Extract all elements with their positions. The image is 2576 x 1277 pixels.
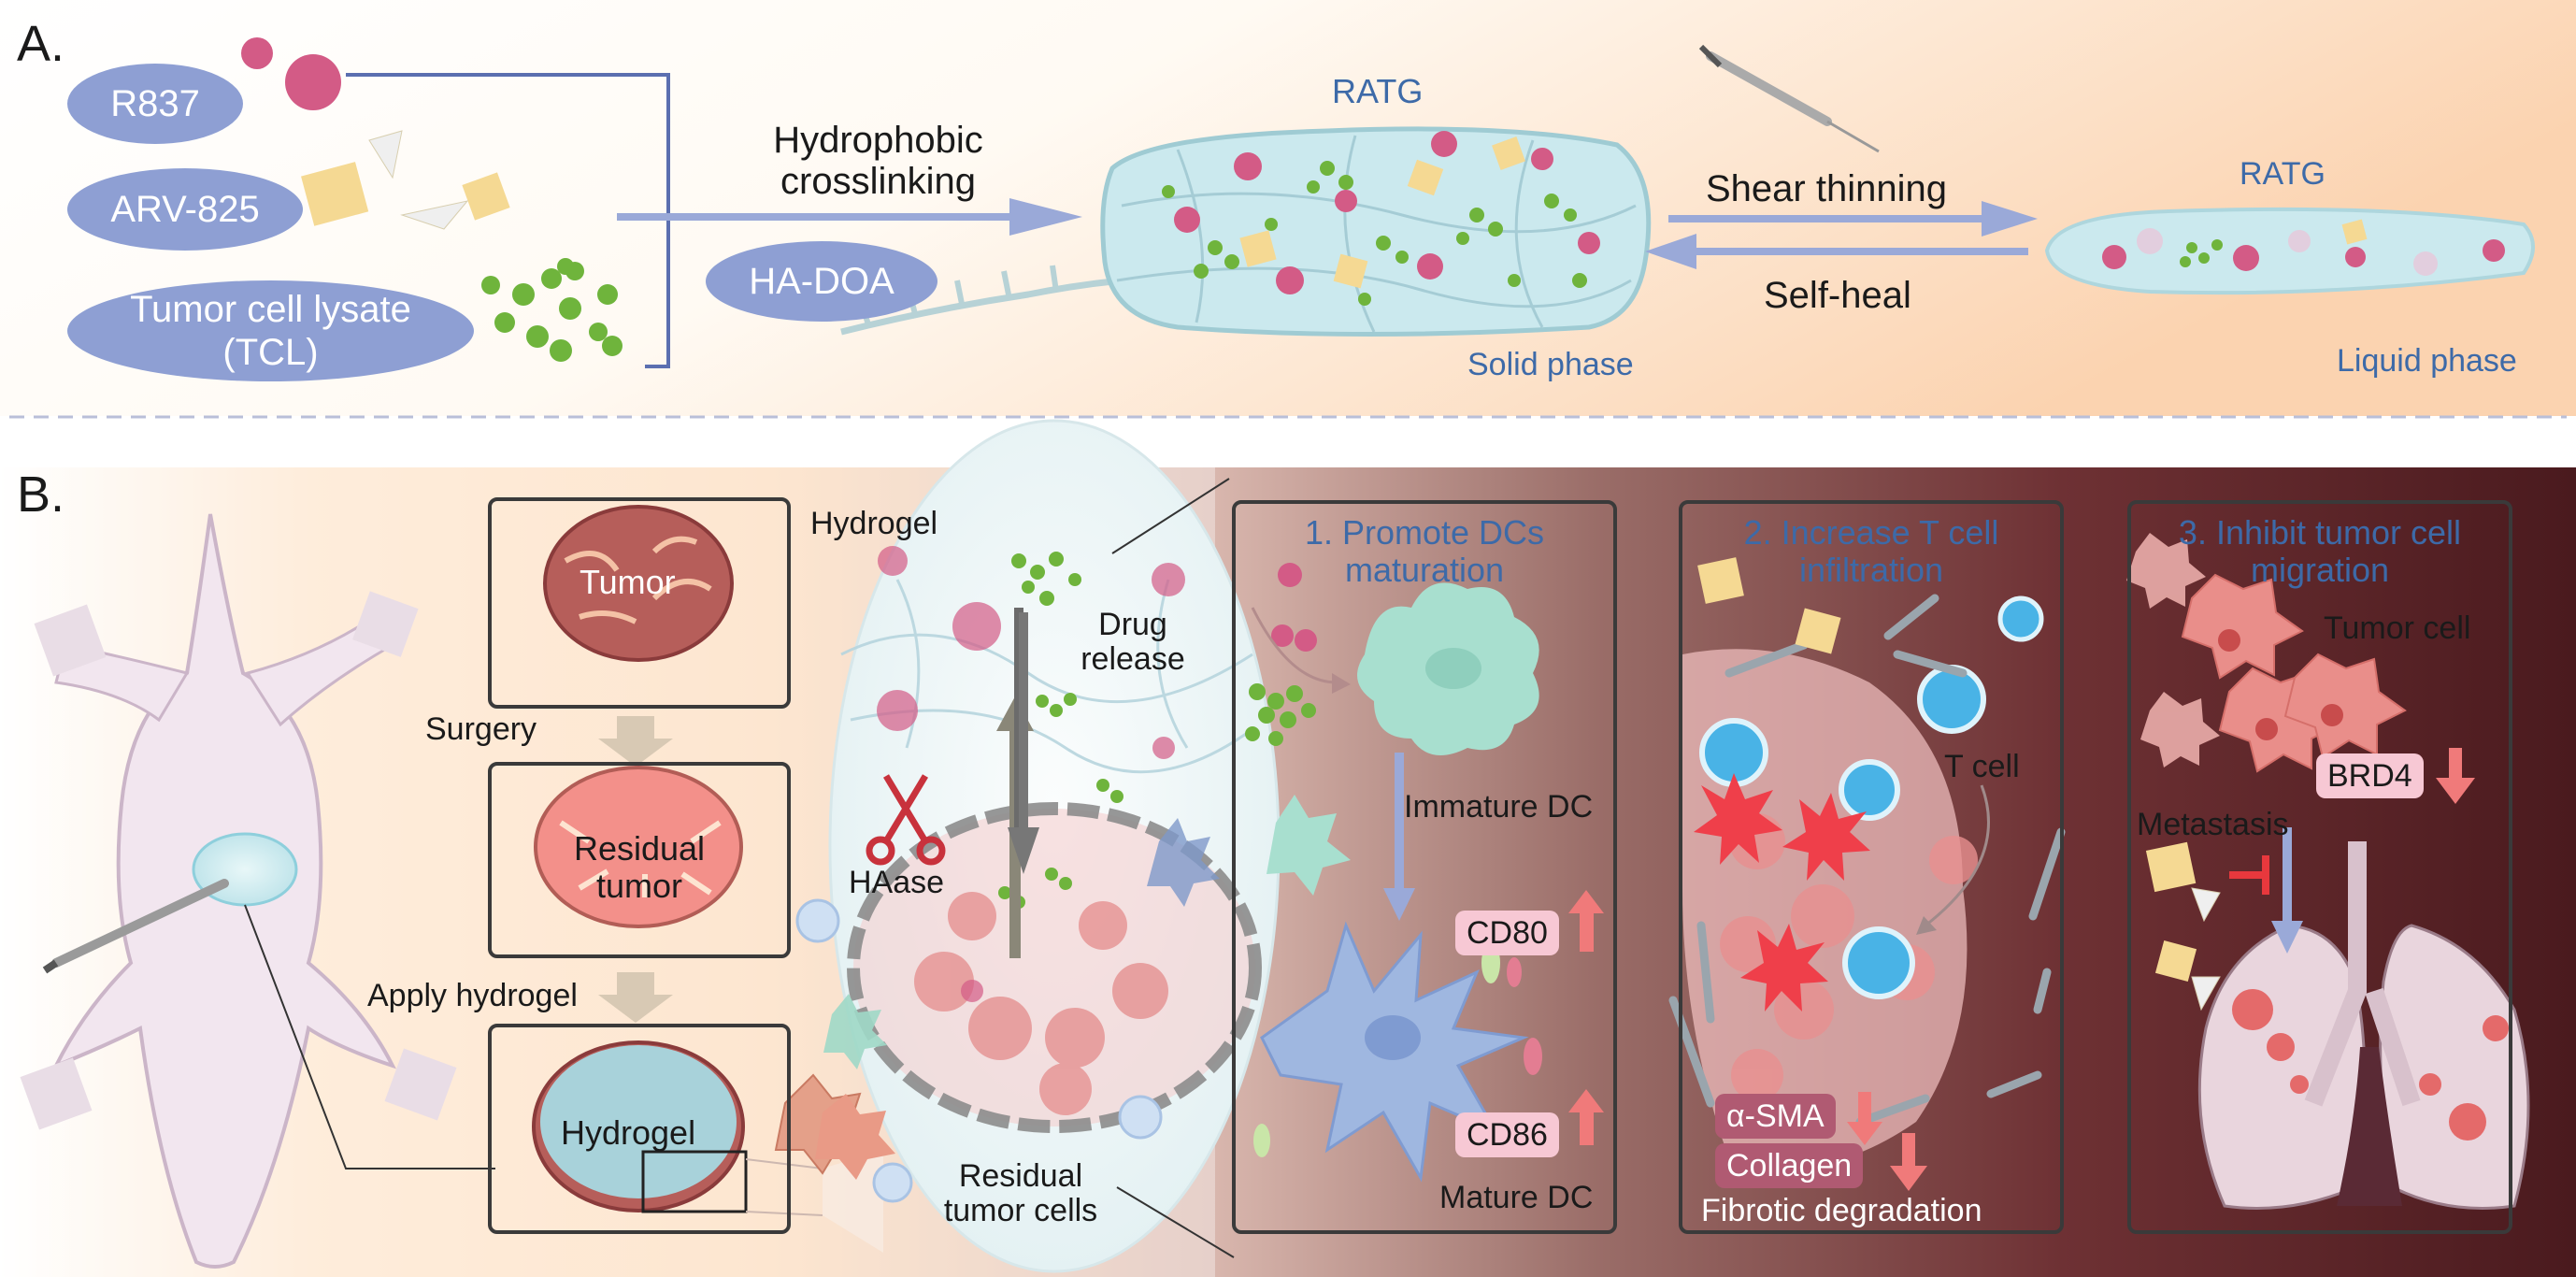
box2-title-line1: 2. Increase T cell — [1743, 513, 1999, 552]
hydrogel-applied-drawing — [532, 1040, 823, 1216]
hadoa-pill: HA-DOA — [706, 241, 937, 322]
mature-dc-label: Mature DC — [1439, 1180, 1594, 1215]
liquid-phase-label: Liquid phase — [2337, 343, 2517, 379]
fibrotic-degradation-label: Fibrotic degradation — [1701, 1193, 1982, 1228]
arv825-molecule — [301, 130, 510, 230]
t-cell-infiltration-box — [1679, 500, 2064, 1234]
brd4-tag: BRD4 — [2316, 753, 2424, 799]
crosslinking-line2: crosslinking — [780, 161, 976, 202]
box1-title: 1. Promote DCs maturation — [1232, 514, 1617, 588]
box3-title: 3. Inhibit tumor cell migration — [2127, 514, 2512, 588]
crosslinking-label: Hydrophobic crosslinking — [759, 120, 997, 202]
box3-title-line1: 3. Inhibit tumor cell — [2178, 513, 2462, 552]
residual-cells-line2: tumor cells — [943, 1193, 1098, 1229]
tumor-migration-box — [2127, 500, 2512, 1234]
panel-b-label: B. — [17, 466, 65, 523]
residual-line1: Residual — [573, 829, 706, 868]
tumor-box — [488, 497, 791, 709]
collagen-tag: Collagen — [1715, 1143, 1864, 1189]
ratg-solid-title: RATG — [1332, 72, 1424, 110]
drug-line1: Drug — [1098, 607, 1167, 642]
scissors-icon — [866, 774, 946, 866]
residual-tumor-drawing — [534, 766, 743, 928]
crosslinking-line1: Hydrophobic — [773, 120, 983, 161]
down-arrow-icon — [1847, 748, 2475, 1191]
arv825-pill: ARV-825 — [67, 168, 303, 251]
tumor-label: Tumor — [580, 563, 676, 601]
arv825-text: ARV-825 — [110, 189, 260, 230]
tcl-line2: (TCL) — [222, 332, 319, 373]
box1-title-line1: 1. Promote DCs — [1304, 513, 1545, 552]
tumor-drawing — [543, 505, 734, 662]
residual-tumor-label: Residual tumor — [565, 830, 714, 904]
solid-phase-label: Solid phase — [1467, 347, 1634, 382]
drug-line2: release — [1080, 641, 1185, 678]
box3-drawings — [2126, 533, 2530, 1210]
box1-title-line2: maturation — [1344, 550, 1505, 589]
zoom-hydrogel-label: Hydrogel — [810, 506, 938, 541]
tumor-cell-label: Tumor cell — [2324, 610, 2471, 646]
box2-title-line2: infiltration — [1798, 550, 1944, 589]
asma-tag: α-SMA — [1715, 1094, 1836, 1140]
tcl-pill: Tumor cell lysate (TCL) — [67, 280, 474, 381]
r837-text: R837 — [110, 83, 200, 124]
hydrogel-flow-label: Hydrogel — [561, 1113, 696, 1152]
cd86-tag: CD86 — [1455, 1112, 1559, 1158]
dc-maturation-box — [1232, 500, 1617, 1234]
box2-drawings — [1668, 557, 2066, 1173]
drug-release-label: Drug release — [1077, 607, 1189, 678]
mouse-illustration — [20, 513, 495, 1269]
ratg-liquid-title: RATG — [2240, 156, 2326, 192]
tcl-particles — [481, 258, 623, 362]
liquid-gel — [2044, 207, 2535, 295]
metastasis-label: Metastasis — [2137, 807, 2289, 842]
residual-line2: tumor — [595, 866, 683, 905]
cd80-tag: CD80 — [1455, 911, 1559, 956]
hydrogel-box — [488, 1024, 791, 1234]
box2-title: 2. Increase T cell infiltration — [1679, 514, 2064, 588]
r837-pill: R837 — [67, 64, 243, 144]
outside-cells — [774, 818, 1220, 1203]
residual-cells-line1: Residual — [958, 1158, 1083, 1194]
hadoa-text: HA-DOA — [749, 261, 894, 302]
tcl-line1: Tumor cell lysate — [130, 289, 411, 330]
surgery-label: Surgery — [425, 711, 537, 747]
haase-label: HAase — [849, 865, 945, 900]
apply-hydrogel-label: Apply hydrogel — [367, 978, 578, 1013]
box3-title-line2: migration — [2250, 550, 2390, 589]
residual-tumor-box — [488, 762, 791, 958]
panel-a-label: A. — [17, 16, 65, 72]
immature-dc-label: Immature DC — [1404, 789, 1594, 825]
shear-thinning-label: Shear thinning — [1706, 168, 1947, 209]
syringe-icon — [1698, 44, 1880, 153]
residual-tumor-cells-label: Residual tumor cells — [937, 1158, 1105, 1229]
up-arrow-icon — [1568, 890, 1604, 1145]
t-cell-label: T cell — [1944, 749, 2020, 784]
self-heal-label: Self-heal — [1764, 275, 1911, 316]
